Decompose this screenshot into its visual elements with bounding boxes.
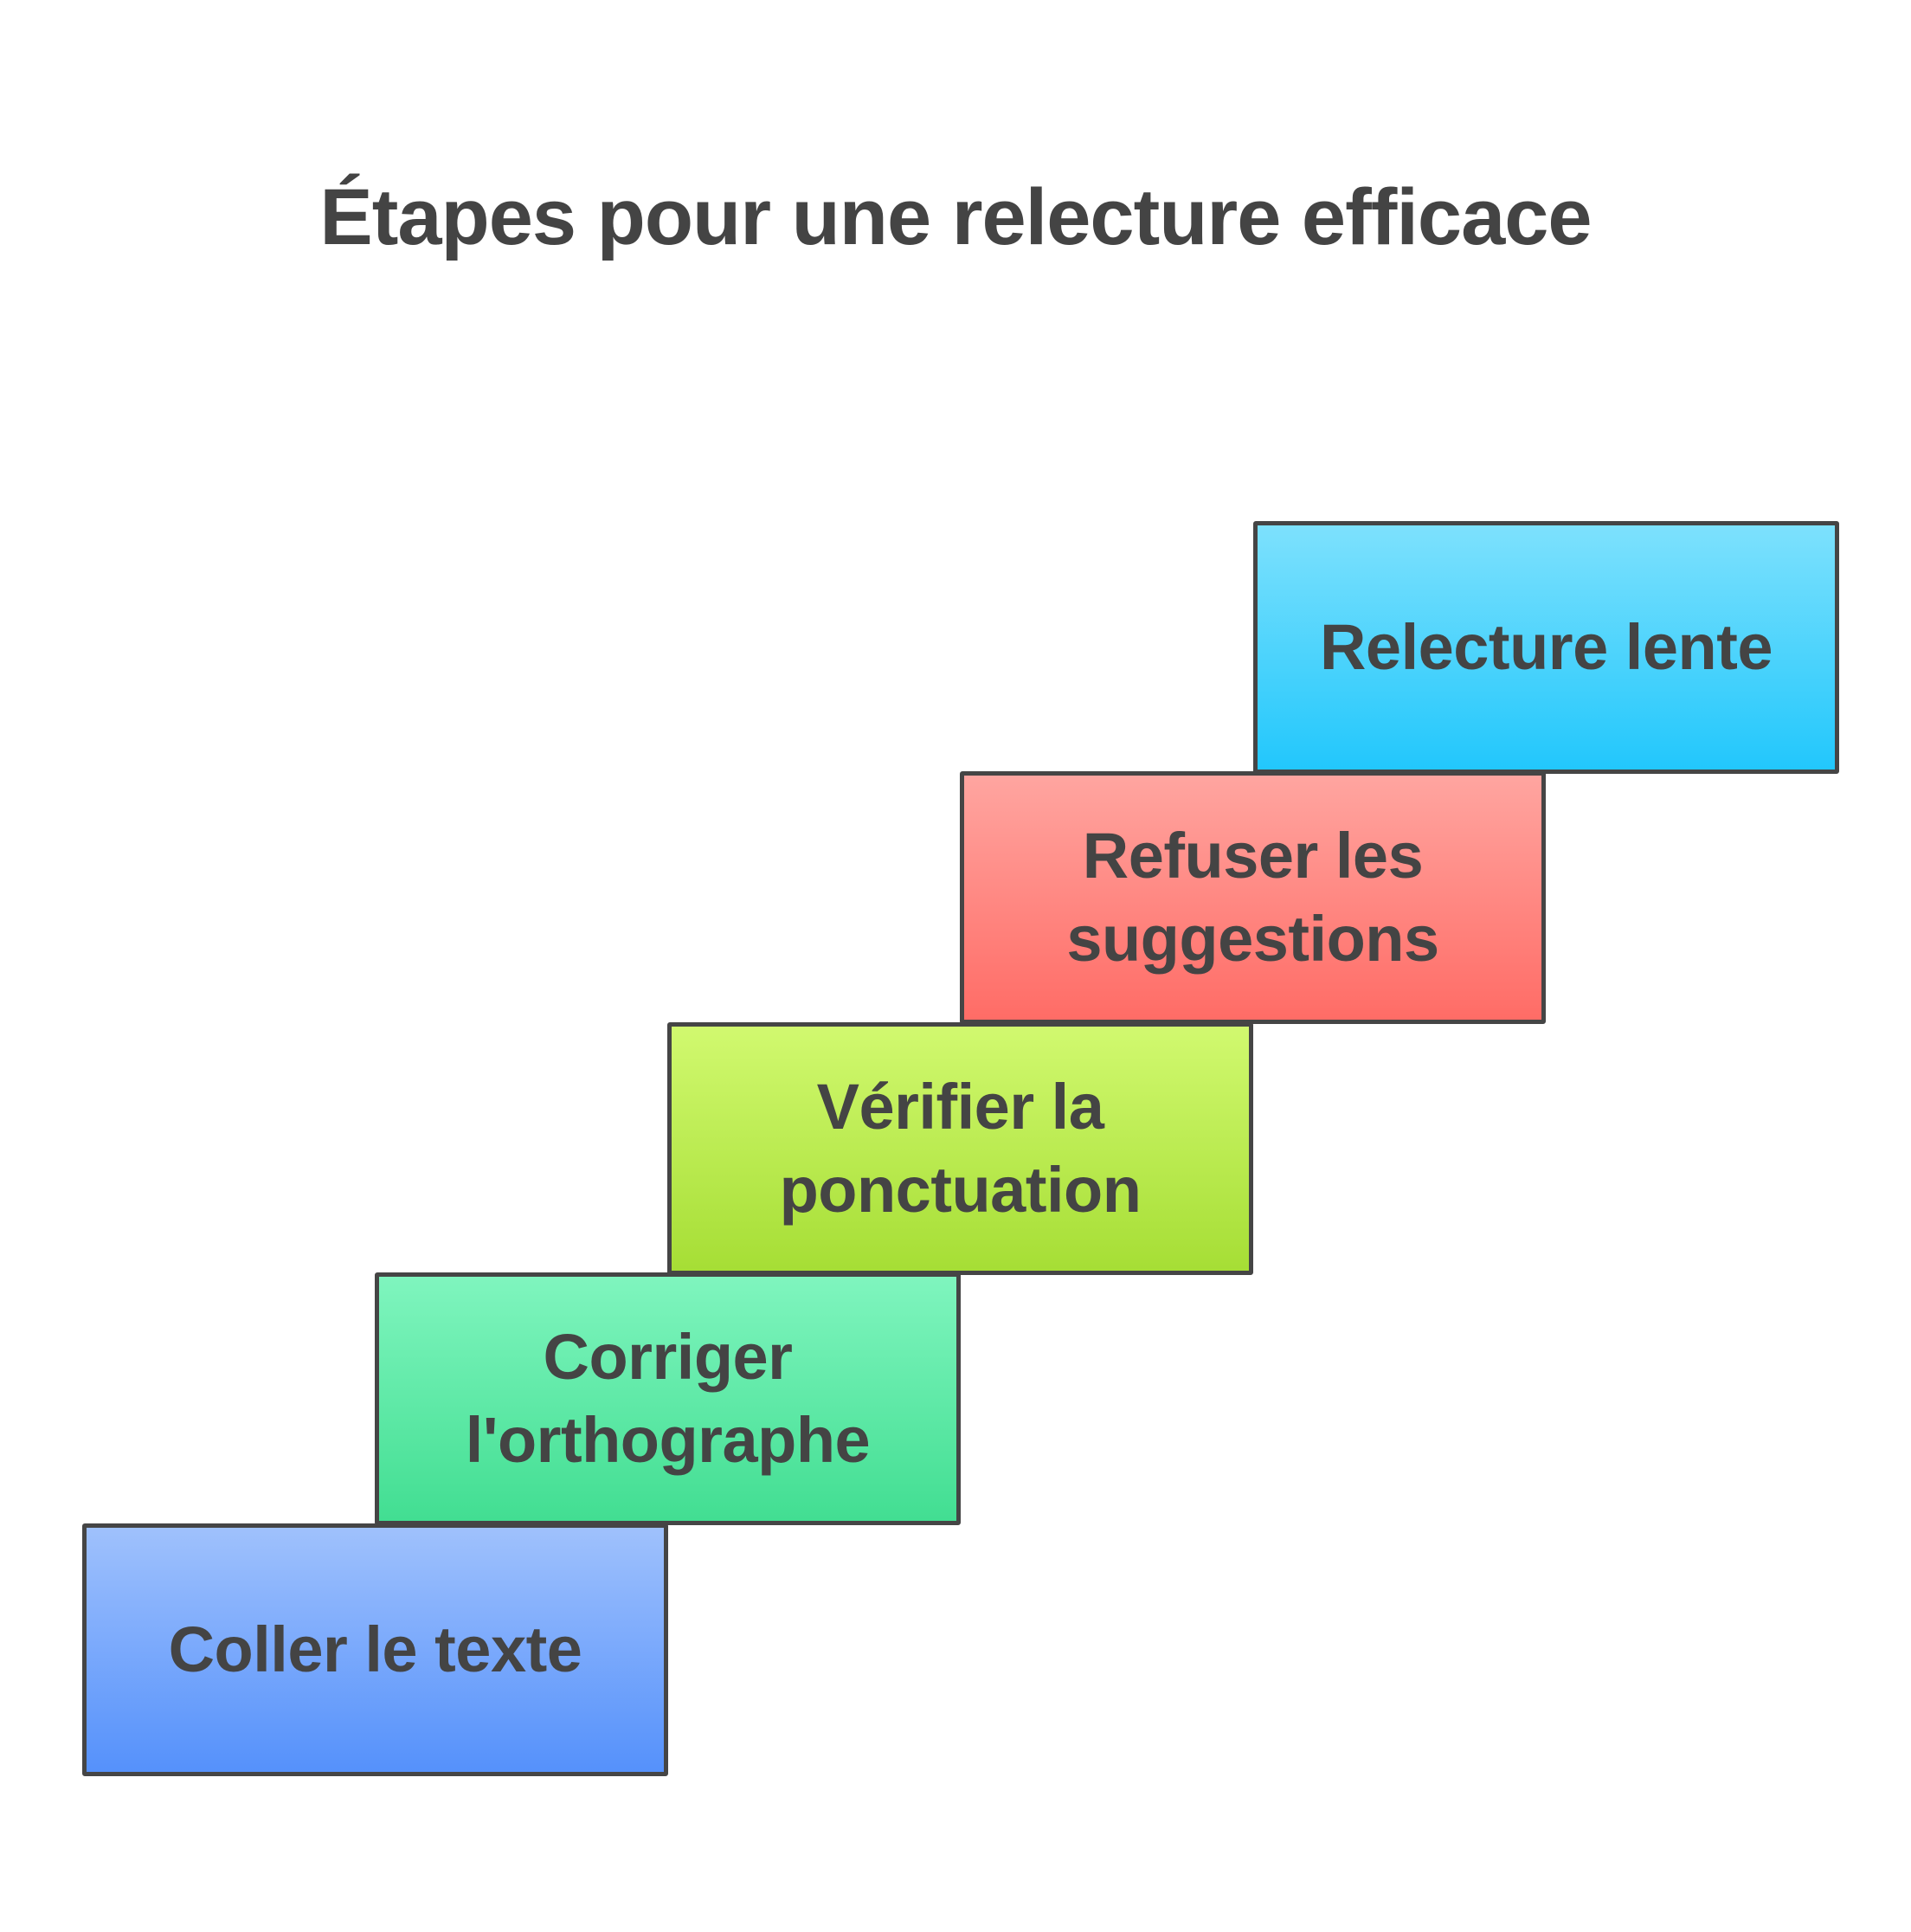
diagram-title: Étapes pour une relecture efficace [319, 173, 1592, 261]
step-label: Relecture lente [1319, 611, 1773, 683]
step-paste-text: Coller le texte [82, 1523, 668, 1776]
step-refuse-suggestions: Refuser les suggestions [960, 771, 1546, 1024]
step-label: Vérifier la ponctuation [779, 1071, 1142, 1226]
step-label: Corriger l'orthographe [465, 1321, 871, 1476]
step-slow-reread: Relecture lente [1253, 521, 1839, 774]
step-check-punctuation: Vérifier la ponctuation [667, 1022, 1253, 1275]
step-fix-spelling: Corriger l'orthographe [375, 1272, 961, 1525]
step-label: Refuser les suggestions [1066, 820, 1439, 975]
step-label: Coller le texte [168, 1613, 582, 1685]
